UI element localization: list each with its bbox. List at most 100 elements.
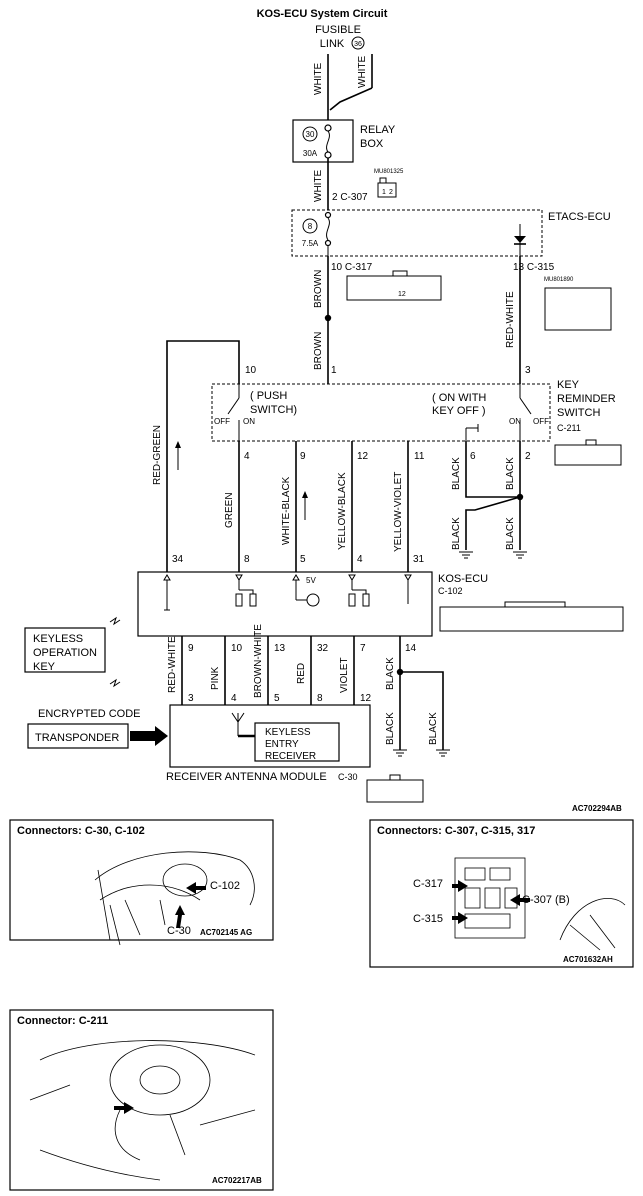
wire-label-black-d: BLACK	[505, 517, 516, 550]
kos-ecu-label: KOS-ECU	[438, 573, 488, 585]
etacs-fuse-element	[326, 217, 330, 241]
panel-2-callout-c315: C-315	[413, 913, 443, 925]
wire-label-pink: PINK	[210, 666, 221, 690]
panel-3-title: Connector: C-211	[17, 1015, 108, 1027]
connector-c315-face	[544, 287, 612, 331]
wire-label-brown-a: BROWN	[313, 270, 324, 308]
ground-symbol-2	[513, 551, 527, 559]
panel-1-callout-c30: C-30	[167, 925, 191, 937]
wire-label-white-a: WHITE	[313, 62, 324, 95]
relay-fuse-number-circle	[302, 126, 318, 142]
arrowhead	[302, 491, 308, 498]
svg-text:12: 12	[398, 291, 406, 298]
splice-brown	[324, 314, 332, 322]
wire-label-black-b: BLACK	[505, 457, 516, 490]
fusible-link-label-1: FUSIBLE	[315, 24, 361, 36]
antenna-pin-12: 12	[360, 693, 372, 704]
wire-label-yellow-black: YELLOW-BLACK	[337, 472, 348, 550]
etacs-ecu-box	[291, 209, 543, 257]
receiver-line-3: RECEIVER	[265, 751, 316, 762]
transponder-label: TRANSPONDER	[35, 732, 119, 744]
connector-c307-pin1: 1	[382, 189, 386, 196]
encrypted-code-label: ENCRYPTED CODE	[38, 708, 140, 720]
connector-c307-face	[377, 182, 397, 198]
relay-box-label-2: BOX	[360, 138, 384, 150]
wire-label-red: RED	[296, 663, 307, 684]
fuse-terminal	[324, 211, 332, 219]
callout-arrow-c315	[452, 912, 468, 924]
receiver-line-1: KEYLESS	[265, 727, 311, 738]
ground-symbol-4	[436, 749, 450, 757]
dashboard-illustration-1	[94, 851, 255, 946]
wire-label-red-green: RED-GREEN	[152, 425, 163, 485]
kos-pin-32: 32	[317, 643, 329, 654]
antenna-pin-8: 8	[317, 693, 323, 704]
wire-label-black-g: BLACK	[428, 712, 439, 745]
key-pin-9: 9	[300, 451, 306, 462]
callout-arrow-c211	[114, 1102, 134, 1114]
antenna-connector: C-30	[338, 772, 358, 782]
kos-pin-4: 4	[357, 554, 363, 565]
on-with-key-off-label-1: ( ON WITH	[432, 392, 486, 404]
main-diagram-code: AC702294AB	[572, 804, 622, 813]
diagram-title: KOS-ECU System Circuit	[257, 8, 388, 20]
callout-arrow-c307	[510, 894, 530, 906]
radio-wave-icon	[109, 616, 121, 626]
switch-on-right: ON	[509, 417, 521, 426]
key-pin-6: 6	[470, 451, 476, 462]
etacs-diode	[514, 236, 526, 243]
wire-red-green	[166, 340, 240, 572]
fusible-link-number: 36	[354, 41, 362, 48]
radio-wave-icon	[109, 678, 121, 688]
panel-1-code: AC702145 AG	[200, 928, 252, 937]
splice-black-bottom	[396, 668, 404, 676]
wire-black-ground-left	[465, 496, 521, 550]
keyless-key-line-2: OPERATION	[33, 647, 97, 659]
switch-off-right: OFF	[533, 417, 549, 426]
connector-c102-face	[439, 601, 624, 632]
key-switch-blade	[519, 397, 532, 415]
key-reminder-switch-box	[211, 383, 551, 442]
kos-pin-31: 31	[413, 554, 425, 565]
etacs-fuse-number: 8	[308, 222, 313, 231]
panel-c211	[9, 1009, 274, 1191]
keyless-key-line-3: KEY	[33, 661, 56, 673]
kos-pin-8: 8	[244, 554, 250, 565]
svg-text:5V: 5V	[306, 576, 316, 585]
panel-2-callout-c307: C-307 (B)	[522, 894, 570, 906]
keyless-entry-receiver-box	[254, 722, 340, 762]
wire-label-red-white-top: RED-WHITE	[505, 291, 516, 348]
arrowhead	[175, 441, 181, 448]
ground-symbol-3	[393, 749, 407, 757]
key-switch-connector: C-211	[557, 423, 581, 433]
etacs-pin-left: 10 C-317	[331, 262, 373, 273]
kos-ecu-connector: C-102	[438, 586, 463, 596]
etacs-conn-right-part: MU801890	[544, 277, 574, 283]
wire-label-white-b: WHITE	[357, 55, 368, 88]
wire-label-black-a: BLACK	[451, 457, 462, 490]
wire-label-yellow-violet: YELLOW-VIOLET	[393, 472, 404, 552]
fuse-terminal	[324, 239, 332, 247]
wire-label-black-c: BLACK	[451, 517, 462, 550]
kos-pin-10: 10	[231, 643, 243, 654]
wire-label-brown-white: BROWN-WHITE	[253, 624, 264, 698]
receiver-line-2: ENTRY	[265, 739, 299, 750]
panel-1-callout-c102: C-102	[210, 880, 240, 892]
antenna-module-label: RECEIVER ANTENNA MODULE	[166, 771, 327, 783]
panel-3-code: AC702217AB	[212, 1176, 262, 1185]
fusible-link-label-2: LINK	[320, 38, 345, 50]
push-switch-label-2: SWITCH)	[250, 404, 297, 416]
relay-box-label-1: RELAY	[360, 124, 396, 136]
relay-fuse-number: 30	[306, 130, 315, 139]
etacs-label: ETACS-ECU	[548, 211, 611, 223]
kos-pin-13: 13	[274, 643, 286, 654]
callout-arrow-c317	[452, 880, 468, 892]
key-pin-2: 2	[525, 451, 531, 462]
receiver-antenna-module-box	[169, 704, 371, 768]
transponder-box	[27, 723, 129, 749]
kos-ecu-internal-circuits: 5V	[163, 574, 412, 611]
wire-black-kos-14b	[400, 671, 444, 750]
panel-1-title: Connectors: C-30, C-102	[17, 825, 145, 837]
key-switch-label-2: REMINDER	[557, 393, 616, 405]
